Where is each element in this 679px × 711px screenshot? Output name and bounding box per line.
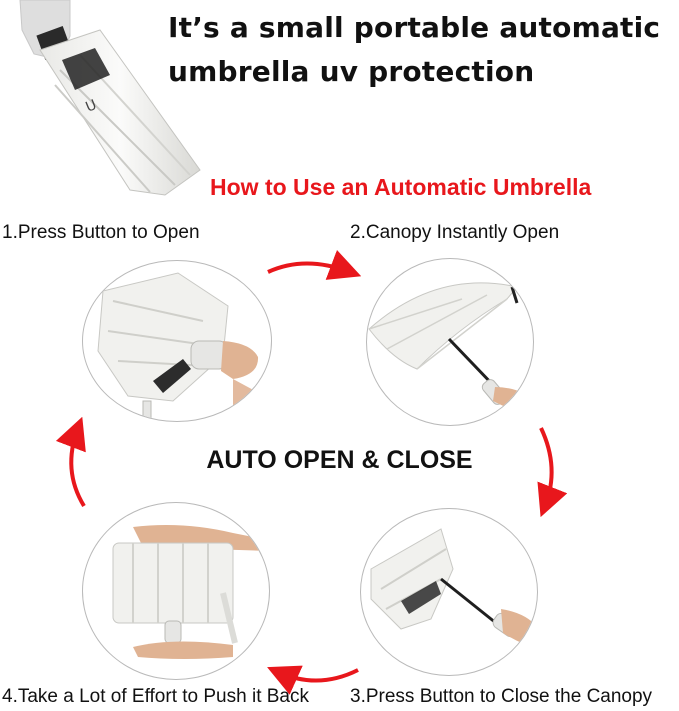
step-2-label: 2.Canopy Instantly Open: [350, 222, 560, 243]
headline: It’s a small portable automatic umbrella…: [168, 6, 678, 94]
arrow-step3-to-step4: [267, 665, 359, 695]
step-3-image: [360, 508, 538, 676]
how-to-title: How to Use an Automatic Umbrella: [210, 174, 592, 200]
step-4-label: 4.Take a Lot of Effort to Push it Back: [2, 686, 309, 707]
auto-open-close-label: AUTO OPEN & CLOSE: [206, 446, 473, 474]
folded-umbrella-image: U: [0, 0, 210, 200]
headline-line-2: umbrella uv protection: [168, 55, 535, 88]
step-3-label: 3.Press Button to Close the Canopy: [350, 686, 653, 707]
headline-line-1: It’s a small portable automatic: [168, 11, 661, 44]
step-1-image: [82, 260, 272, 422]
step-1-label: 1.Press Button to Open: [2, 222, 200, 243]
arrow-step2-to-step3: [537, 427, 568, 518]
arrow-step1-to-step2: [267, 249, 362, 280]
step-2-image: [366, 258, 534, 426]
arrow-step4-to-step1: [55, 416, 86, 508]
step-4-image: [82, 502, 270, 680]
